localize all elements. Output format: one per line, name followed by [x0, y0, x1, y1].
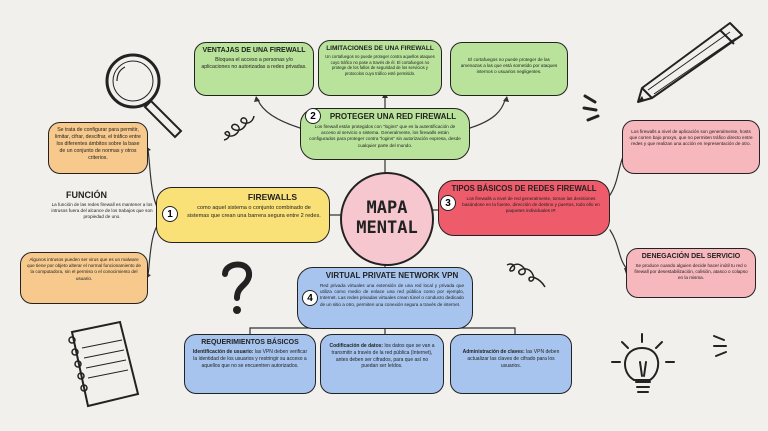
firewalls-node: FIREWALLS como aquel sistema o conjunto … [156, 187, 330, 243]
notebook-icon [68, 320, 140, 408]
proteger-title: PROTEGER UNA RED FIREWALL [329, 112, 457, 121]
vpn-title: VIRTUAL PRIVATE NETWORK VPN [325, 271, 459, 280]
number-badge-3: 3 [440, 195, 456, 211]
magnifying-glass-icon [105, 53, 183, 139]
codificacion-note: Codificación de datos: los datos que se … [320, 334, 444, 394]
lightbulb-icon [611, 333, 675, 393]
vpn-node: VIRTUAL PRIVATE NETWORK VPN Red privada … [297, 267, 473, 329]
pencil-icon [637, 22, 743, 103]
ventajas-note: VENTAJAS DE UNA FIREWALL Bloquea el acce… [194, 42, 314, 96]
cortafuegos-note: El cortafuegos no puede proteger de las … [450, 42, 568, 96]
claves-note: Administración de claves: las VPN deben … [450, 334, 572, 394]
spring-doodle-icon-2 [506, 263, 546, 288]
proteger-node: PROTEGER UNA RED FIREWALL Los firewall e… [300, 108, 470, 160]
claves-text: las VPN deben actualizar las claves de c… [467, 349, 560, 369]
configurar-text: Se trata de configurar para permitir, li… [55, 127, 141, 162]
central-topic: MAPA MENTAL [340, 172, 434, 266]
central-topic-line1: MAPA [366, 198, 408, 219]
central-topic-line2: MENTAL [356, 218, 418, 238]
codificacion-lead: Codificación de datos: [329, 343, 384, 349]
vpn-text: Red privada virtuales una extensión de u… [320, 283, 464, 307]
number-badge-2: 2 [305, 108, 321, 124]
codificacion-text: los datos que se van a transmitir a trav… [331, 343, 435, 370]
connector-denegacion [609, 229, 629, 271]
requerimientos-text: las VPN deben verificar la identidad de … [193, 349, 308, 369]
denegacion-text: Se produce cuando alguien decide hacer i… [634, 263, 748, 281]
accent-marks-icon [582, 94, 600, 122]
aplicacion-text: Los firewalls a nivel de aplicación son … [629, 129, 753, 147]
firewalls-text: como aquel sistema o conjunto combinado … [187, 205, 321, 219]
intrusos-note: Algunos intrusos pueden ser virus que es… [20, 252, 148, 304]
denegacion-title: DENEGACIÓN DEL SERVICIO [641, 253, 741, 260]
intrusos-text: Algunos intrusos pueden ser virus que es… [27, 257, 141, 281]
spring-doodle-icon [223, 115, 255, 141]
requerimientos-title: REQUERIMIENTOS BÁSICOS [201, 339, 299, 346]
tipos-text: Los firewalls a nivel de red generalment… [462, 196, 600, 214]
sparkle-marks-icon [713, 335, 727, 357]
number-badge-4: 4 [302, 290, 318, 306]
tipos-node: TIPOS BÁSICOS DE REDES FIREWALL Los fire… [438, 180, 610, 236]
firewalls-title: FIREWALLS [247, 192, 297, 202]
connector-ventajas [257, 99, 301, 129]
tipos-title: TIPOS BÁSICOS DE REDES FIREWALL [451, 184, 597, 193]
requerimientos-note: REQUERIMIENTOS BÁSICOS Identificación de… [184, 334, 316, 394]
funcion-text: La función de las redes firewall es mant… [51, 202, 153, 220]
cortafuegos-text: El cortafuegos no puede proteger de las … [460, 57, 558, 75]
limitaciones-note: LIMITACIONES DE UNA FIREWALL Un cortafue… [318, 40, 442, 96]
number-badge-1: 1 [162, 206, 178, 222]
denegacion-note: DENEGACIÓN DEL SERVICIO Se produce cuand… [626, 248, 756, 298]
ventajas-text: Bloquea el acceso a personas y/o aplicac… [201, 57, 307, 71]
configurar-note: Se trata de configurar para permitir, li… [48, 122, 148, 174]
ventajas-title: VENTAJAS DE UNA FIREWALL [202, 47, 306, 54]
connector-cortafuegos [469, 99, 506, 129]
question-mark-icon [222, 261, 252, 314]
limitaciones-text: Un cortafuegos no puede proteger contra … [325, 54, 435, 77]
claves-lead: Administración de claves: [462, 349, 525, 355]
proteger-text: Los firewall están protegidos con "login… [309, 124, 461, 148]
requerimientos-lead: Identificación de usuario: [192, 349, 254, 355]
limitaciones-title: LIMITACIONES DE UNA FIREWALL [326, 45, 434, 52]
funcion-title: FUNCIÓN [66, 190, 107, 200]
aplicacion-note: Los firewalls a nivel de aplicación son … [622, 120, 760, 174]
